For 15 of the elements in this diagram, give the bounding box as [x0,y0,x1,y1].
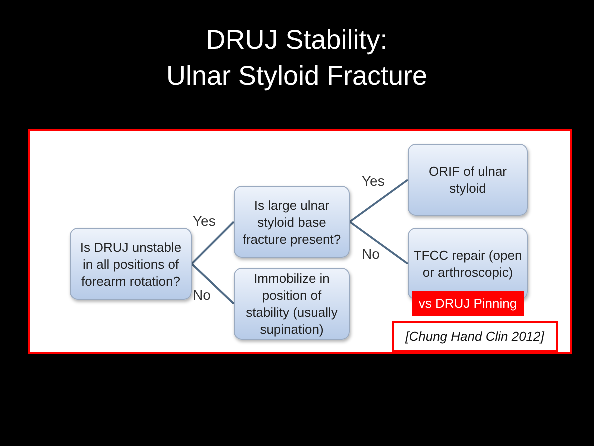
connector-line [349,221,409,265]
edge-label: Yes [362,174,385,188]
edge-label: No [362,247,380,261]
connector-line [191,221,235,265]
slide-title: DRUJ Stability: Ulnar Styloid Fracture [165,24,429,93]
process-box: ORIF of ulnar styloid [408,144,528,216]
note-tag: vs DRUJ Pinning [412,291,524,316]
process-box: Is large ulnar styloid base fracture present? [234,186,350,258]
citation-box: [Chung Hand Clin 2012] [392,321,558,352]
edge-label: Yes [193,214,216,228]
process-box: Is DRUJ unstable in all positions of forearm rotation? [70,228,192,300]
process-box: Immobilize in position of stability (usually supination) [234,268,350,340]
edge-label: No [193,288,211,302]
connector-line [191,263,235,305]
connector-line [349,179,409,223]
